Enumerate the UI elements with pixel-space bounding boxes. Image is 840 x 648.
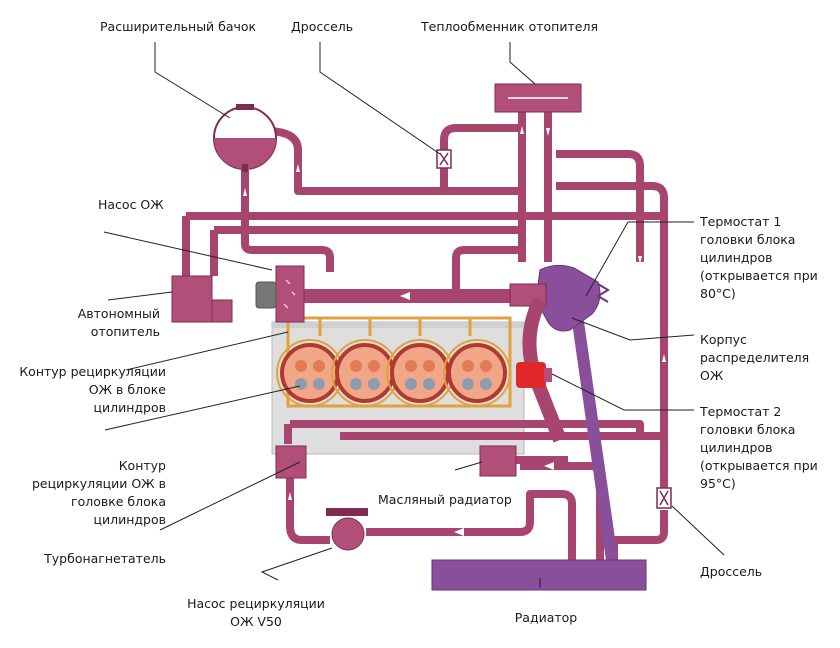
arrow-up-icon — [243, 188, 247, 196]
label-thermostat2-line3: цилиндров — [700, 440, 773, 455]
arrow-up-icon — [520, 126, 524, 134]
cylinder-2 — [331, 339, 399, 407]
label-distributor-line2: распределителя — [700, 350, 809, 365]
arrow-up-icon — [662, 354, 666, 362]
throttle-top — [436, 149, 452, 169]
coolant-distributor-housing — [509, 264, 610, 443]
label-block-circuit-line2: ОЖ в блоке — [89, 382, 167, 397]
expansion-tank — [213, 104, 277, 172]
label-distributor-line3: ОЖ — [700, 368, 724, 383]
label-block-circuit-line1: Контур рециркуляции — [19, 364, 166, 379]
label-head-circuit-line4: цилиндров — [93, 512, 166, 527]
radiator-feed-pipe — [572, 321, 618, 561]
label-expansion-tank: Расширительный бачок — [100, 19, 257, 34]
arrow-up-icon — [612, 460, 616, 468]
recirculation-pump-v50 — [326, 508, 368, 551]
label-recirc-pump-line2: ОЖ V50 — [230, 614, 282, 629]
label-thermostat2-line1: Термостат 2 — [699, 404, 781, 419]
label-throttle-top: Дроссель — [291, 19, 353, 34]
label-thermostat1-line4: (открывается при — [700, 268, 818, 283]
label-recirc-pump-line1: Насос рециркуляции — [187, 596, 325, 611]
coolant-pump — [255, 265, 305, 323]
label-turbocharger: Турбонагнетатель — [43, 551, 166, 566]
arrow-left-icon — [454, 528, 464, 536]
arrow-down-icon — [546, 128, 550, 136]
arrow-left-icon — [544, 462, 554, 470]
label-head-circuit-line3: головке блока — [71, 494, 166, 509]
label-block-circuit-line3: цилиндров — [93, 400, 166, 415]
label-head-circuit-line2: рециркуляции ОЖ в — [32, 476, 166, 491]
arrow-up-icon — [296, 164, 300, 172]
leader-lines — [103, 42, 725, 588]
label-thermostat1-line3: цилиндров — [700, 250, 773, 265]
label-aux-heater-line2: отопитель — [91, 324, 160, 339]
label-distributor-line1: Корпус — [700, 332, 747, 347]
label-coolant-pump: Насос ОЖ — [98, 197, 164, 212]
label-oil-cooler: Масляный радиатор — [378, 492, 512, 507]
turbocharger — [275, 445, 307, 479]
label-thermostat1-line1: Термостат 1 — [699, 214, 781, 229]
throttle-bottom — [656, 487, 672, 509]
label-heater-core: Теплообменник отопителя — [420, 19, 598, 34]
label-thermostat2-line2: головки блока — [700, 422, 795, 437]
label-radiator: Радиатор — [515, 610, 578, 625]
label-throttle-bottom: Дроссель — [700, 564, 762, 579]
label-head-circuit-line1: Контур — [119, 458, 166, 473]
label-thermostat2-line5: 95°C) — [700, 476, 736, 491]
heater-core — [494, 83, 582, 113]
arrow-down-icon — [638, 256, 642, 264]
labels: Расширительный бачок Дроссель Теплообмен… — [19, 19, 817, 629]
flow-arrows — [243, 126, 666, 536]
cylinder-4 — [443, 339, 511, 407]
oil-cooler — [479, 445, 517, 477]
arrow-left-icon — [400, 292, 410, 300]
cylinder-1 — [276, 339, 344, 407]
label-thermostat1-line5: 80°C) — [700, 286, 736, 301]
thermostat-2 — [516, 362, 552, 388]
label-thermostat2-line4: (открывается при — [700, 458, 818, 473]
label-thermostat1-line2: головки блока — [700, 232, 795, 247]
auxiliary-heater — [171, 275, 233, 323]
arrow-up-icon — [288, 492, 292, 500]
radiator — [431, 559, 647, 591]
label-aux-heater-line1: Автономный — [78, 306, 160, 321]
